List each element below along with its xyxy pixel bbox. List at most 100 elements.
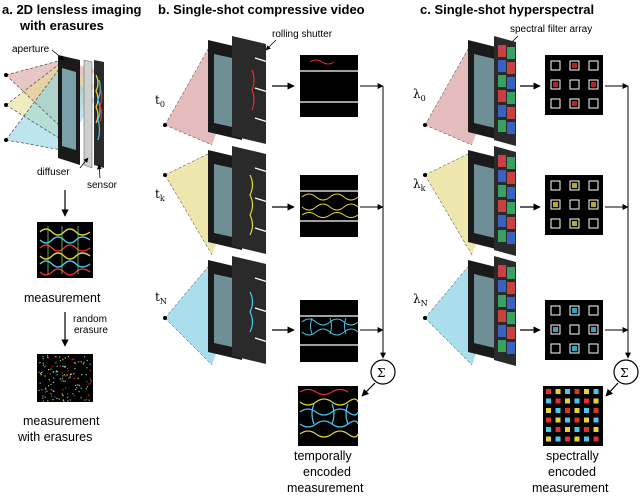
filter-pixel-signal <box>572 63 577 68</box>
spectral-output-pixel <box>555 389 561 394</box>
filter-array-cN <box>494 256 516 366</box>
filter-pixel-signal <box>591 183 596 188</box>
spectral-output-pixel <box>593 398 599 404</box>
spectral-output-pixel <box>574 436 580 442</box>
erasure-dot <box>62 389 64 391</box>
filter-pixel <box>588 218 599 229</box>
erasure-dot <box>55 362 57 364</box>
filter-pixel-signal <box>572 327 577 332</box>
panel-c: c. Single-shot hyperspectral spectral fi… <box>413 2 639 495</box>
erasure-dot <box>42 362 44 364</box>
filter-array-label: spectral filter array <box>510 24 592 35</box>
frame-t0 <box>300 55 358 117</box>
filter-pixel <box>588 305 599 316</box>
filter-pixel-signal <box>591 221 596 226</box>
erasure-dot <box>49 373 51 375</box>
erasure-dot <box>67 396 69 398</box>
erasure-dot <box>59 360 61 362</box>
spectral-output-pixel <box>584 417 589 423</box>
filter-pixel-signal <box>572 183 577 188</box>
erasure-dot <box>53 377 55 379</box>
erasure-dot <box>59 365 62 367</box>
filter-pixel-signal <box>591 82 596 87</box>
erasure-dot <box>67 356 70 358</box>
erasure-dot <box>83 361 85 363</box>
rolling-shutter-label: rolling shutter <box>272 29 333 40</box>
erasure-dot <box>72 393 74 395</box>
erasure-dot <box>41 371 43 373</box>
spectral-output-pixel <box>565 389 570 394</box>
erasure-dot <box>44 391 46 393</box>
erasure-dot <box>89 383 92 385</box>
filter-pixel <box>550 324 561 335</box>
sensor-bk <box>232 146 266 254</box>
erasure-dot <box>48 379 50 381</box>
panel-a: a. 2D lensless imaging with erasures ape… <box>2 2 142 444</box>
erasure-dot <box>69 375 71 377</box>
erasure-dot <box>74 367 76 370</box>
erasure-dot <box>40 372 42 374</box>
filter-pixel <box>569 180 580 191</box>
spectral-output-pattern <box>546 389 599 442</box>
erasure-dot <box>42 395 44 397</box>
erasure-dot <box>46 355 49 357</box>
erasure-dot <box>81 374 83 376</box>
erasure-dot <box>52 399 54 401</box>
erasure-dot <box>50 383 52 386</box>
spectral-output-pixel <box>574 398 580 404</box>
sum-node-c <box>613 359 639 385</box>
erasure-dot <box>78 391 80 393</box>
filter-pixel <box>569 343 580 354</box>
erasure-dot <box>88 394 90 396</box>
spectral-output-pixel <box>574 408 580 413</box>
erasure-dot <box>62 365 64 367</box>
spectral-label-line3: measurement <box>532 481 609 495</box>
spectral-output-pixel <box>565 427 570 432</box>
erasure-dot <box>78 361 80 363</box>
filter-pixel <box>569 324 580 335</box>
erasure-dot <box>64 387 67 389</box>
measurement-label: measurement <box>24 291 101 305</box>
sensor-bN <box>232 256 266 364</box>
erasure-dot <box>86 367 88 369</box>
erasure-dot <box>56 374 58 376</box>
filter-pixel <box>588 324 599 335</box>
erasure-dot <box>52 381 55 384</box>
filter-pixel <box>550 60 561 71</box>
spectral-output-pixel <box>546 389 551 394</box>
filter-pixel-signal <box>553 346 558 351</box>
erasure-dot <box>71 359 73 361</box>
filter-pixel-grids <box>550 60 599 354</box>
filter-pixel-signal <box>591 308 596 313</box>
spectral-label-line1: spectrally <box>546 449 600 463</box>
erasure-dot <box>62 375 64 377</box>
erasure-dot <box>53 390 55 393</box>
erasure-dot <box>38 389 40 391</box>
temporal-label-line1: temporally <box>294 449 352 463</box>
spectral-output-pixel <box>555 417 561 423</box>
erasure-dot <box>61 377 63 379</box>
erasure-dot <box>63 365 65 368</box>
filter-pixel-signal <box>591 202 596 207</box>
erasure-dot <box>73 377 75 380</box>
filter-pixel-signal <box>553 202 558 207</box>
erasure-dot <box>76 384 78 386</box>
erasure-dot <box>57 371 59 373</box>
filter-pixel <box>550 199 561 210</box>
filter-pixel-signal <box>591 346 596 351</box>
spectral-output-pixel <box>584 408 589 413</box>
erasure-dot <box>42 358 44 360</box>
erasure-dot <box>62 395 64 397</box>
aperture-label: aperture <box>12 44 50 55</box>
erasure-dot <box>85 374 87 376</box>
spectral-output-pixel <box>584 436 589 442</box>
t0-label: t0 <box>155 93 165 109</box>
erased-measurement-image <box>37 354 93 402</box>
erasure-dot <box>56 370 58 372</box>
filter-pixel-signal <box>553 63 558 68</box>
erased-label-line1: measurement <box>23 414 100 428</box>
filter-pixel <box>588 180 599 191</box>
erasure-dot <box>55 356 57 358</box>
spectral-output-pixel <box>593 436 599 442</box>
diffuser-label: diffuser <box>37 167 70 178</box>
